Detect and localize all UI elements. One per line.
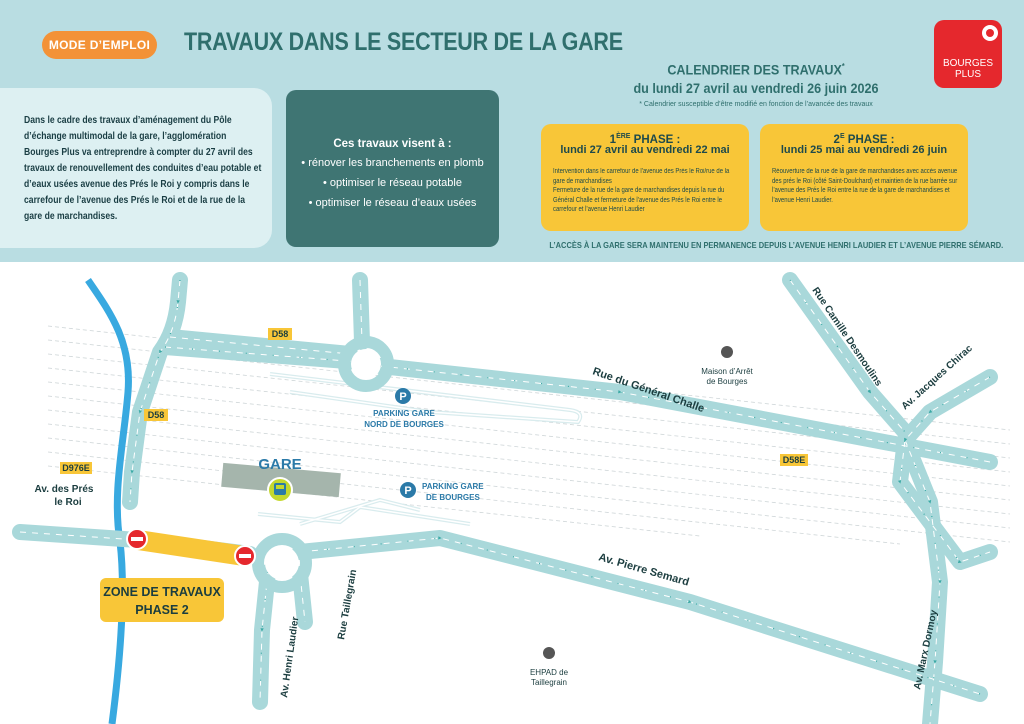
works-zone-label: ZONE DE TRAVAUX PHASE 2: [100, 578, 224, 622]
parking-gare-label: PARKING GARE: [422, 482, 484, 491]
logo-text: BOURGES PLUS: [942, 58, 993, 80]
goal-item: • rénover les branchements en plomb: [301, 157, 484, 169]
svg-text:P: P: [404, 485, 411, 497]
svg-text:D58E: D58E: [783, 455, 806, 465]
parking-roads: [257, 372, 583, 526]
phase-1-card: 1ÈRE PHASE : lundi 27 avril au vendredi …: [541, 124, 749, 231]
phase-2-text-1: Réouverture de la rue de la gare de marc…: [772, 168, 958, 204]
phase-1-dates: lundi 27 avril au vendredi 22 mai: [560, 144, 730, 156]
works-zone-road: [136, 530, 246, 566]
svg-text:P: P: [399, 391, 406, 403]
road-label-laudier: Av. Henri Laudier: [279, 616, 301, 699]
road-label-pres-le-roi-2: le Roi: [54, 497, 81, 508]
parking-nord-label-2: NORD DE BOURGES: [364, 420, 444, 429]
phase-1-text-2: Fermeture de la rue de la gare de marcha…: [553, 187, 725, 213]
calendar-title-text: CALENDRIER DES TRAVAUX: [667, 61, 842, 78]
calendar-title: CALENDRIER DES TRAVAUX* du lundi 27 avri…: [628, 58, 884, 97]
maison-arret-label: Maison d’Arrêt: [701, 367, 753, 376]
phase-2-card: 2E PHASE : lundi 25 mai au vendredi 26 j…: [760, 124, 968, 231]
access-notice: L’ACCÈS À LA GARE SERA MAINTENU EN PERMA…: [549, 240, 1004, 250]
road-label-pres-le-roi: Av. des Prés: [35, 484, 94, 495]
calendar-title-mark: *: [841, 62, 845, 71]
works-map: ZONE DE TRAVAUX PHASE 2 GARE P PARKING G…: [12, 272, 1011, 724]
phase-1-text: Intervention dans le carrefour de l’aven…: [553, 167, 740, 215]
phase-2-text: Réouverture de la rue de la gare de marc…: [772, 167, 959, 205]
river: [85, 278, 132, 724]
goals-heading: Ces travaux visent à :: [333, 138, 452, 150]
intro-text: Dans le cadre des travaux d’aménagement …: [24, 114, 262, 222]
parking-icon: P: [400, 482, 416, 498]
no-entry-icon: [234, 545, 256, 567]
bourges-plus-logo: BOURGES PLUS: [934, 20, 1002, 88]
works-zone-text-2: PHASE 2: [135, 603, 189, 617]
svg-text:D58: D58: [148, 410, 165, 420]
poi-marker-icon: [721, 346, 733, 358]
road-tag-d58: D58: [268, 328, 292, 340]
station-label: GARE: [258, 456, 301, 473]
goal-item: • optimiser le réseau potable: [323, 177, 462, 189]
roundabout-north: [338, 336, 394, 392]
works-zone-text-1: ZONE DE TRAVAUX: [103, 585, 221, 599]
phase-2-heading: 2E PHASE :: [833, 133, 895, 146]
ehpad-label-2: Taillegrain: [531, 678, 567, 687]
road-tag-d58e: D58E: [780, 454, 808, 466]
parking-roads-core: [257, 373, 581, 525]
mode-emploi-badge: MODE D’EMPLOI: [42, 31, 157, 59]
svg-text:D58: D58: [272, 329, 289, 339]
poi-marker-icon: [543, 647, 555, 659]
intro-panel: Dans le cadre des travaux d’aménagement …: [0, 88, 272, 248]
calendar-range: du lundi 27 avril au vendredi 26 juin 20…: [633, 79, 879, 96]
parking-gare-label-2: DE BOURGES: [426, 493, 480, 502]
header-band: MODE D’EMPLOI TRAVAUX DANS LE SECTEUR DE…: [0, 0, 1024, 262]
parking-nord-label: PARKING GARE: [373, 409, 435, 418]
calendar-note: * Calendrier susceptible d’être modifié …: [639, 101, 873, 108]
road-tag-d976e: D976E: [60, 462, 92, 474]
phase-1-text-1: Intervention dans le carrefour de l’aven…: [553, 168, 730, 185]
svg-text:D976E: D976E: [62, 463, 90, 473]
goal-item: • optimiser le réseau d’eaux usées: [308, 197, 477, 209]
train-icon: [267, 477, 293, 503]
phase-2-dates: lundi 25 mai au vendredi 26 juin: [780, 144, 948, 156]
no-entry-icon: [126, 528, 148, 550]
goals-panel: Ces travaux visent à : • rénover les bra…: [286, 90, 499, 247]
parking-icon: P: [395, 388, 411, 404]
ehpad-label: EHPAD de: [530, 668, 569, 677]
road-tag-d58: D58: [144, 409, 168, 421]
roundabout-south: [252, 533, 312, 593]
phase-1-heading: 1ÈRE PHASE :: [609, 133, 681, 146]
page-title: TRAVAUX DANS LE SECTEUR DE LA GARE: [184, 28, 623, 56]
road-label-taillegrain: Rue Taillegrain: [336, 569, 359, 641]
maison-arret-label-2: de Bourges: [707, 377, 748, 386]
logo-dot-icon: [982, 25, 998, 41]
